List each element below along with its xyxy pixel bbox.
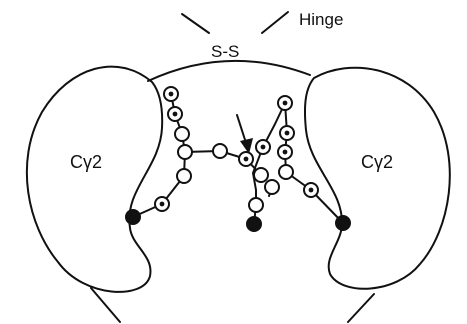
residue-open [279, 165, 293, 179]
residue-open [213, 144, 227, 158]
hinge-label: Hinge [299, 11, 343, 28]
residue-ringed [164, 87, 178, 101]
residue-ringed [239, 152, 253, 166]
hinge-line-left [182, 14, 209, 33]
residue-open [249, 198, 263, 212]
residue-open [254, 168, 268, 182]
residue-open [178, 145, 192, 159]
residue-ringed [304, 183, 318, 197]
residue-open [177, 169, 191, 183]
residue-ringed [278, 145, 292, 159]
disulfide-label: S-S [211, 43, 239, 60]
residue-ringed [278, 96, 292, 110]
residue-ringed [155, 197, 169, 211]
residue-ringed [256, 140, 270, 154]
residue-open [175, 127, 189, 141]
residue-ringed [280, 126, 294, 140]
domain-left-outline [27, 67, 162, 292]
residue-open [265, 180, 279, 194]
residue-filled [247, 217, 261, 231]
residue-ringed [168, 107, 182, 121]
residue-filled [336, 216, 350, 230]
residue-filled [126, 210, 140, 224]
glycan-right-arm [285, 103, 343, 223]
domain-right-label: Cγ2 [361, 153, 393, 171]
hinge-line-right [262, 12, 288, 33]
domain-right-outline [305, 68, 450, 289]
fc-outline [91, 61, 374, 322]
domain-left-label: Cγ2 [70, 153, 102, 171]
